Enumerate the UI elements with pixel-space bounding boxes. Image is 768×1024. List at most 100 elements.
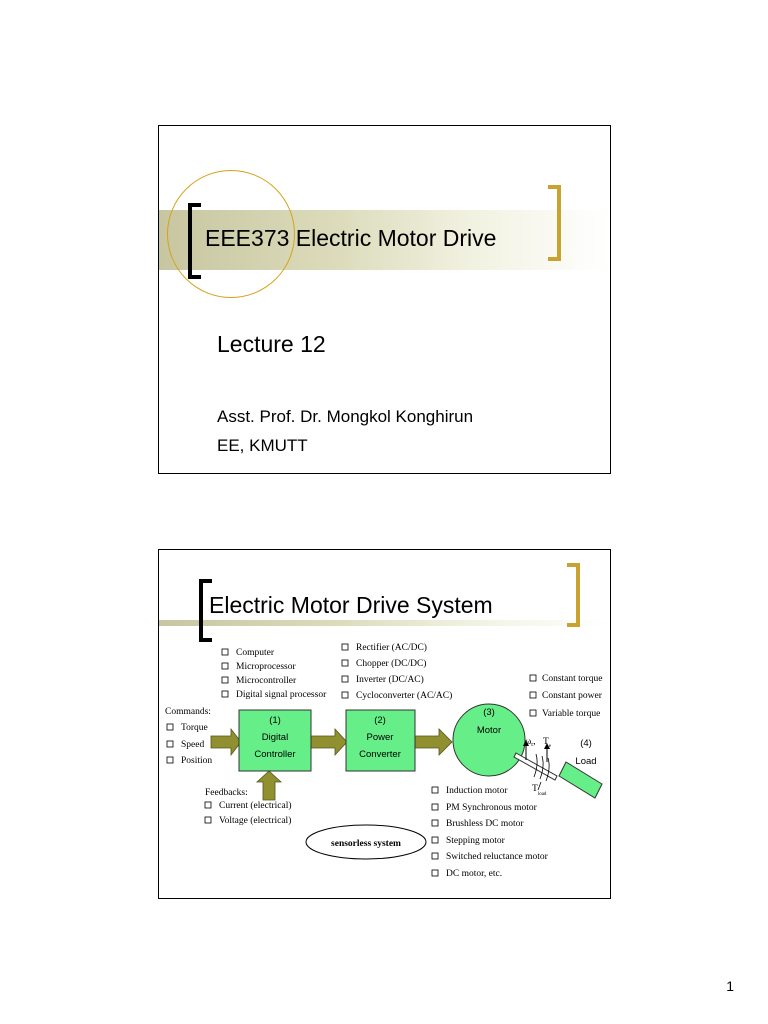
rotation-arc — [533, 753, 538, 778]
sensorless-label: sensorless system — [331, 839, 401, 849]
block-label: Controller — [254, 749, 295, 760]
block-number: (4) — [580, 738, 592, 749]
rotation-arc — [545, 757, 550, 782]
right-bracket — [548, 185, 561, 261]
omega-symbol: ωr, — [525, 737, 536, 748]
block-number: (2) — [374, 715, 386, 726]
tload-subscript: load — [538, 792, 547, 797]
block-number: (1) — [269, 715, 281, 726]
author-block: Asst. Prof. Dr. Mongkol Konghirun EE, KM… — [217, 402, 473, 460]
feedback-arrow — [255, 770, 283, 801]
rotation-arc — [539, 755, 544, 780]
checkbox-bullet — [431, 852, 439, 860]
checkbox-bullet — [341, 659, 349, 667]
deck-title: EEE373 Electric Motor Drive — [205, 225, 497, 251]
list-item: PM Synchronous motor — [446, 803, 538, 813]
block-label: Load — [575, 756, 596, 767]
checkbox-bullet — [166, 756, 174, 764]
motor-circle — [452, 703, 526, 777]
list-item: Speed — [181, 740, 204, 750]
left-bracket — [188, 203, 201, 279]
list-item: DC motor, etc. — [446, 869, 502, 879]
load-block — [558, 761, 603, 799]
affiliation: EE, KMUTT — [217, 436, 308, 455]
slide-2: Electric Motor Drive System Computer Mic… — [158, 549, 611, 899]
tload: T — [532, 784, 538, 794]
torque-arrowhead — [544, 743, 550, 749]
list-item: Cycloconverter (AC/AC) — [356, 690, 452, 701]
block-label: Motor — [477, 725, 501, 736]
controller-to-converter-arrow — [310, 727, 348, 757]
slide-1: EEE373 Electric Motor Drive Lecture 12 A… — [158, 125, 611, 474]
checkbox-bullet — [221, 676, 229, 684]
list-item: Current (electrical) — [219, 800, 292, 811]
load-type-list: Constant torque Constant power Variable … — [529, 674, 603, 719]
list-item: Chopper (DC/DC) — [356, 658, 426, 669]
decorative-circle — [167, 170, 295, 298]
list-item: Position — [181, 756, 212, 766]
checkbox-bullet — [341, 675, 349, 683]
checkbox-bullet — [431, 819, 439, 827]
checkbox-bullet — [341, 643, 349, 651]
checkbox-bullet — [221, 662, 229, 670]
list-item: Torque — [181, 723, 208, 733]
command-arrow — [210, 727, 242, 757]
list-item: Rectifier (AC/DC) — [356, 642, 427, 653]
checkbox-bullet — [431, 869, 439, 877]
list-item: Computer — [236, 648, 275, 658]
checkbox-bullet — [341, 691, 349, 699]
power-converter-block — [345, 709, 416, 772]
list-item: Inverter (DC/AC) — [356, 674, 424, 685]
load-torque-arrow — [537, 781, 542, 791]
electromagnetic-torque-label: Te — [543, 737, 552, 749]
converter-list: Rectifier (AC/DC) Chopper (DC/DC) Invert… — [341, 642, 452, 701]
list-item: Brushless DC motor — [446, 819, 524, 829]
sensorless-ellipse — [305, 824, 427, 860]
commands-label: Commands: — [165, 707, 211, 717]
left-bracket — [199, 579, 212, 642]
checkbox-bullet — [221, 648, 229, 656]
page-number: 1 — [726, 978, 734, 994]
te-subscript: e — [549, 744, 552, 749]
author-name: Asst. Prof. Dr. Mongkol Konghirun — [217, 407, 474, 426]
checkbox-bullet — [529, 674, 537, 682]
block-label: Converter — [359, 749, 401, 760]
lecture-number: Lecture 12 — [217, 331, 326, 357]
list-item: Induction motor — [446, 786, 508, 796]
checkbox-bullet — [529, 691, 537, 699]
list-item: Stepping motor — [446, 836, 506, 846]
checkbox-bullet — [529, 709, 537, 717]
checkbox-bullet — [204, 801, 212, 809]
checkbox-bullet — [204, 816, 212, 824]
block-label: Digital — [262, 732, 288, 743]
list-item: Microprocessor — [236, 662, 296, 672]
list-item: Switched reluctance motor — [446, 852, 549, 862]
checkbox-bullet — [221, 690, 229, 698]
checkbox-bullet — [166, 740, 174, 748]
drive-system-diagram: Computer Microprocessor Microcontroller … — [165, 642, 603, 879]
torque-speed-annotation: ωr, Te Tload — [523, 737, 552, 797]
list-item: Variable torque — [542, 709, 600, 719]
motor-shaft — [513, 752, 558, 781]
checkbox-bullet — [431, 803, 439, 811]
list-item: Digital signal processor — [236, 690, 327, 700]
motor-types-list: Induction motor PM Synchronous motor Bru… — [431, 786, 549, 879]
list-item: Constant power — [542, 691, 603, 701]
feedbacks-label: Feedbacks: — [205, 788, 248, 798]
digital-controller-block — [238, 709, 312, 772]
list-item: Microcontroller — [236, 676, 297, 686]
checkbox-bullet — [431, 786, 439, 794]
commands-list: Commands: Torque Speed Position — [165, 707, 212, 766]
checkbox-bullet — [166, 723, 174, 731]
controller-list: Computer Microprocessor Microcontroller … — [221, 648, 327, 700]
slide-title: Electric Motor Drive System — [209, 592, 493, 618]
feedbacks-list: Feedbacks: Current (electrical) Voltage … — [204, 788, 292, 826]
omega: ω — [525, 737, 531, 747]
te: T — [543, 737, 549, 747]
block-label: Power — [367, 732, 394, 743]
list-item: Voltage (electrical) — [219, 815, 291, 826]
right-bracket — [567, 563, 580, 627]
converter-to-motor-arrow — [414, 728, 453, 756]
checkbox-bullet — [431, 836, 439, 844]
speed-arrowhead — [523, 740, 529, 746]
